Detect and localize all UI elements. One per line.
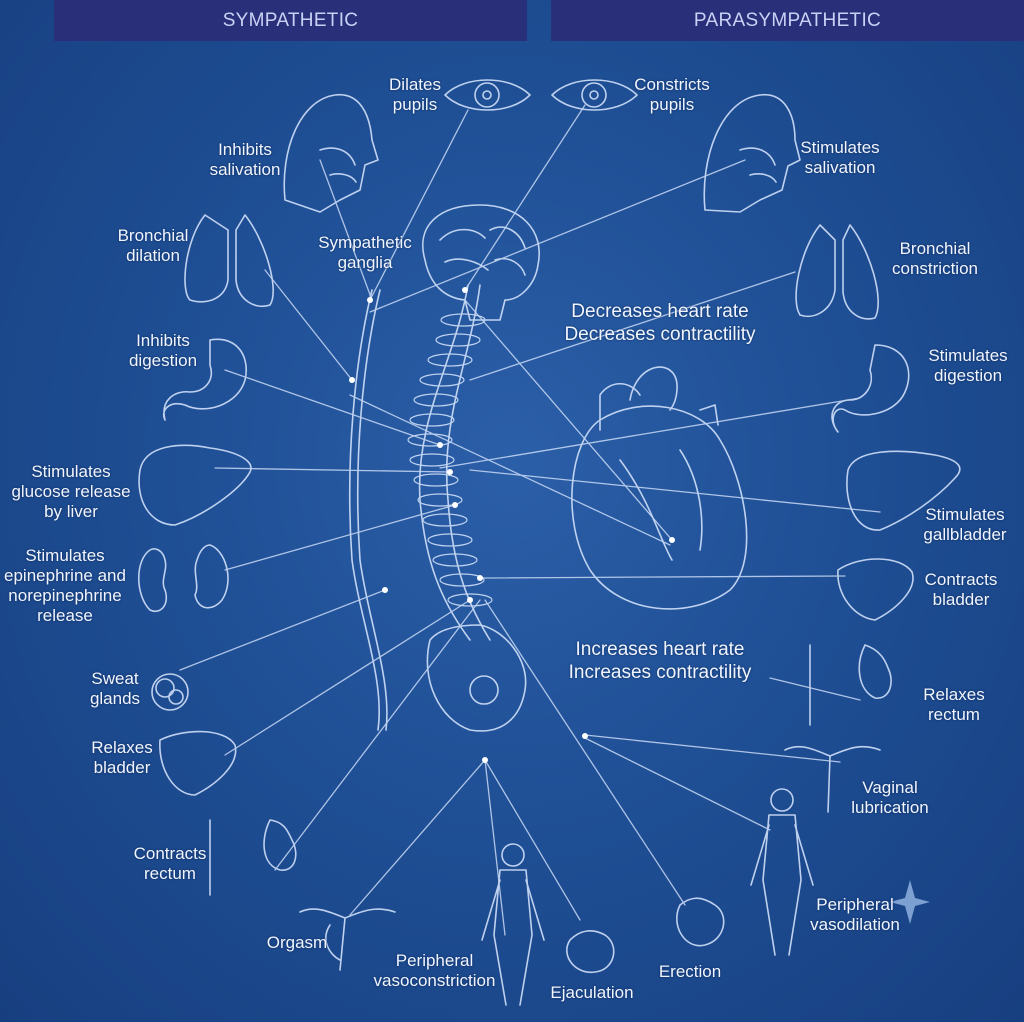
rectum-left xyxy=(210,820,296,895)
kidneys xyxy=(139,545,228,611)
label-ejaculation: Ejaculation xyxy=(544,983,640,1003)
male-organ-left xyxy=(567,931,614,972)
bladder-left xyxy=(160,732,236,795)
head-profiles xyxy=(284,95,800,212)
stomach-right xyxy=(832,345,909,432)
lungs xyxy=(185,215,878,319)
brain-skull xyxy=(423,205,539,320)
rectum-right xyxy=(810,645,891,725)
sweat-gland xyxy=(152,674,188,710)
label-orgasm: Orgasm xyxy=(262,933,332,953)
heart xyxy=(572,367,747,609)
eyes xyxy=(445,80,637,110)
label-erection: Erection xyxy=(650,962,730,982)
liver-left xyxy=(139,445,251,525)
male-organ-right xyxy=(677,898,724,945)
bladder-right xyxy=(838,559,913,620)
connector-lines xyxy=(180,105,880,935)
human-figures xyxy=(482,789,813,1005)
pelvis xyxy=(427,625,525,731)
